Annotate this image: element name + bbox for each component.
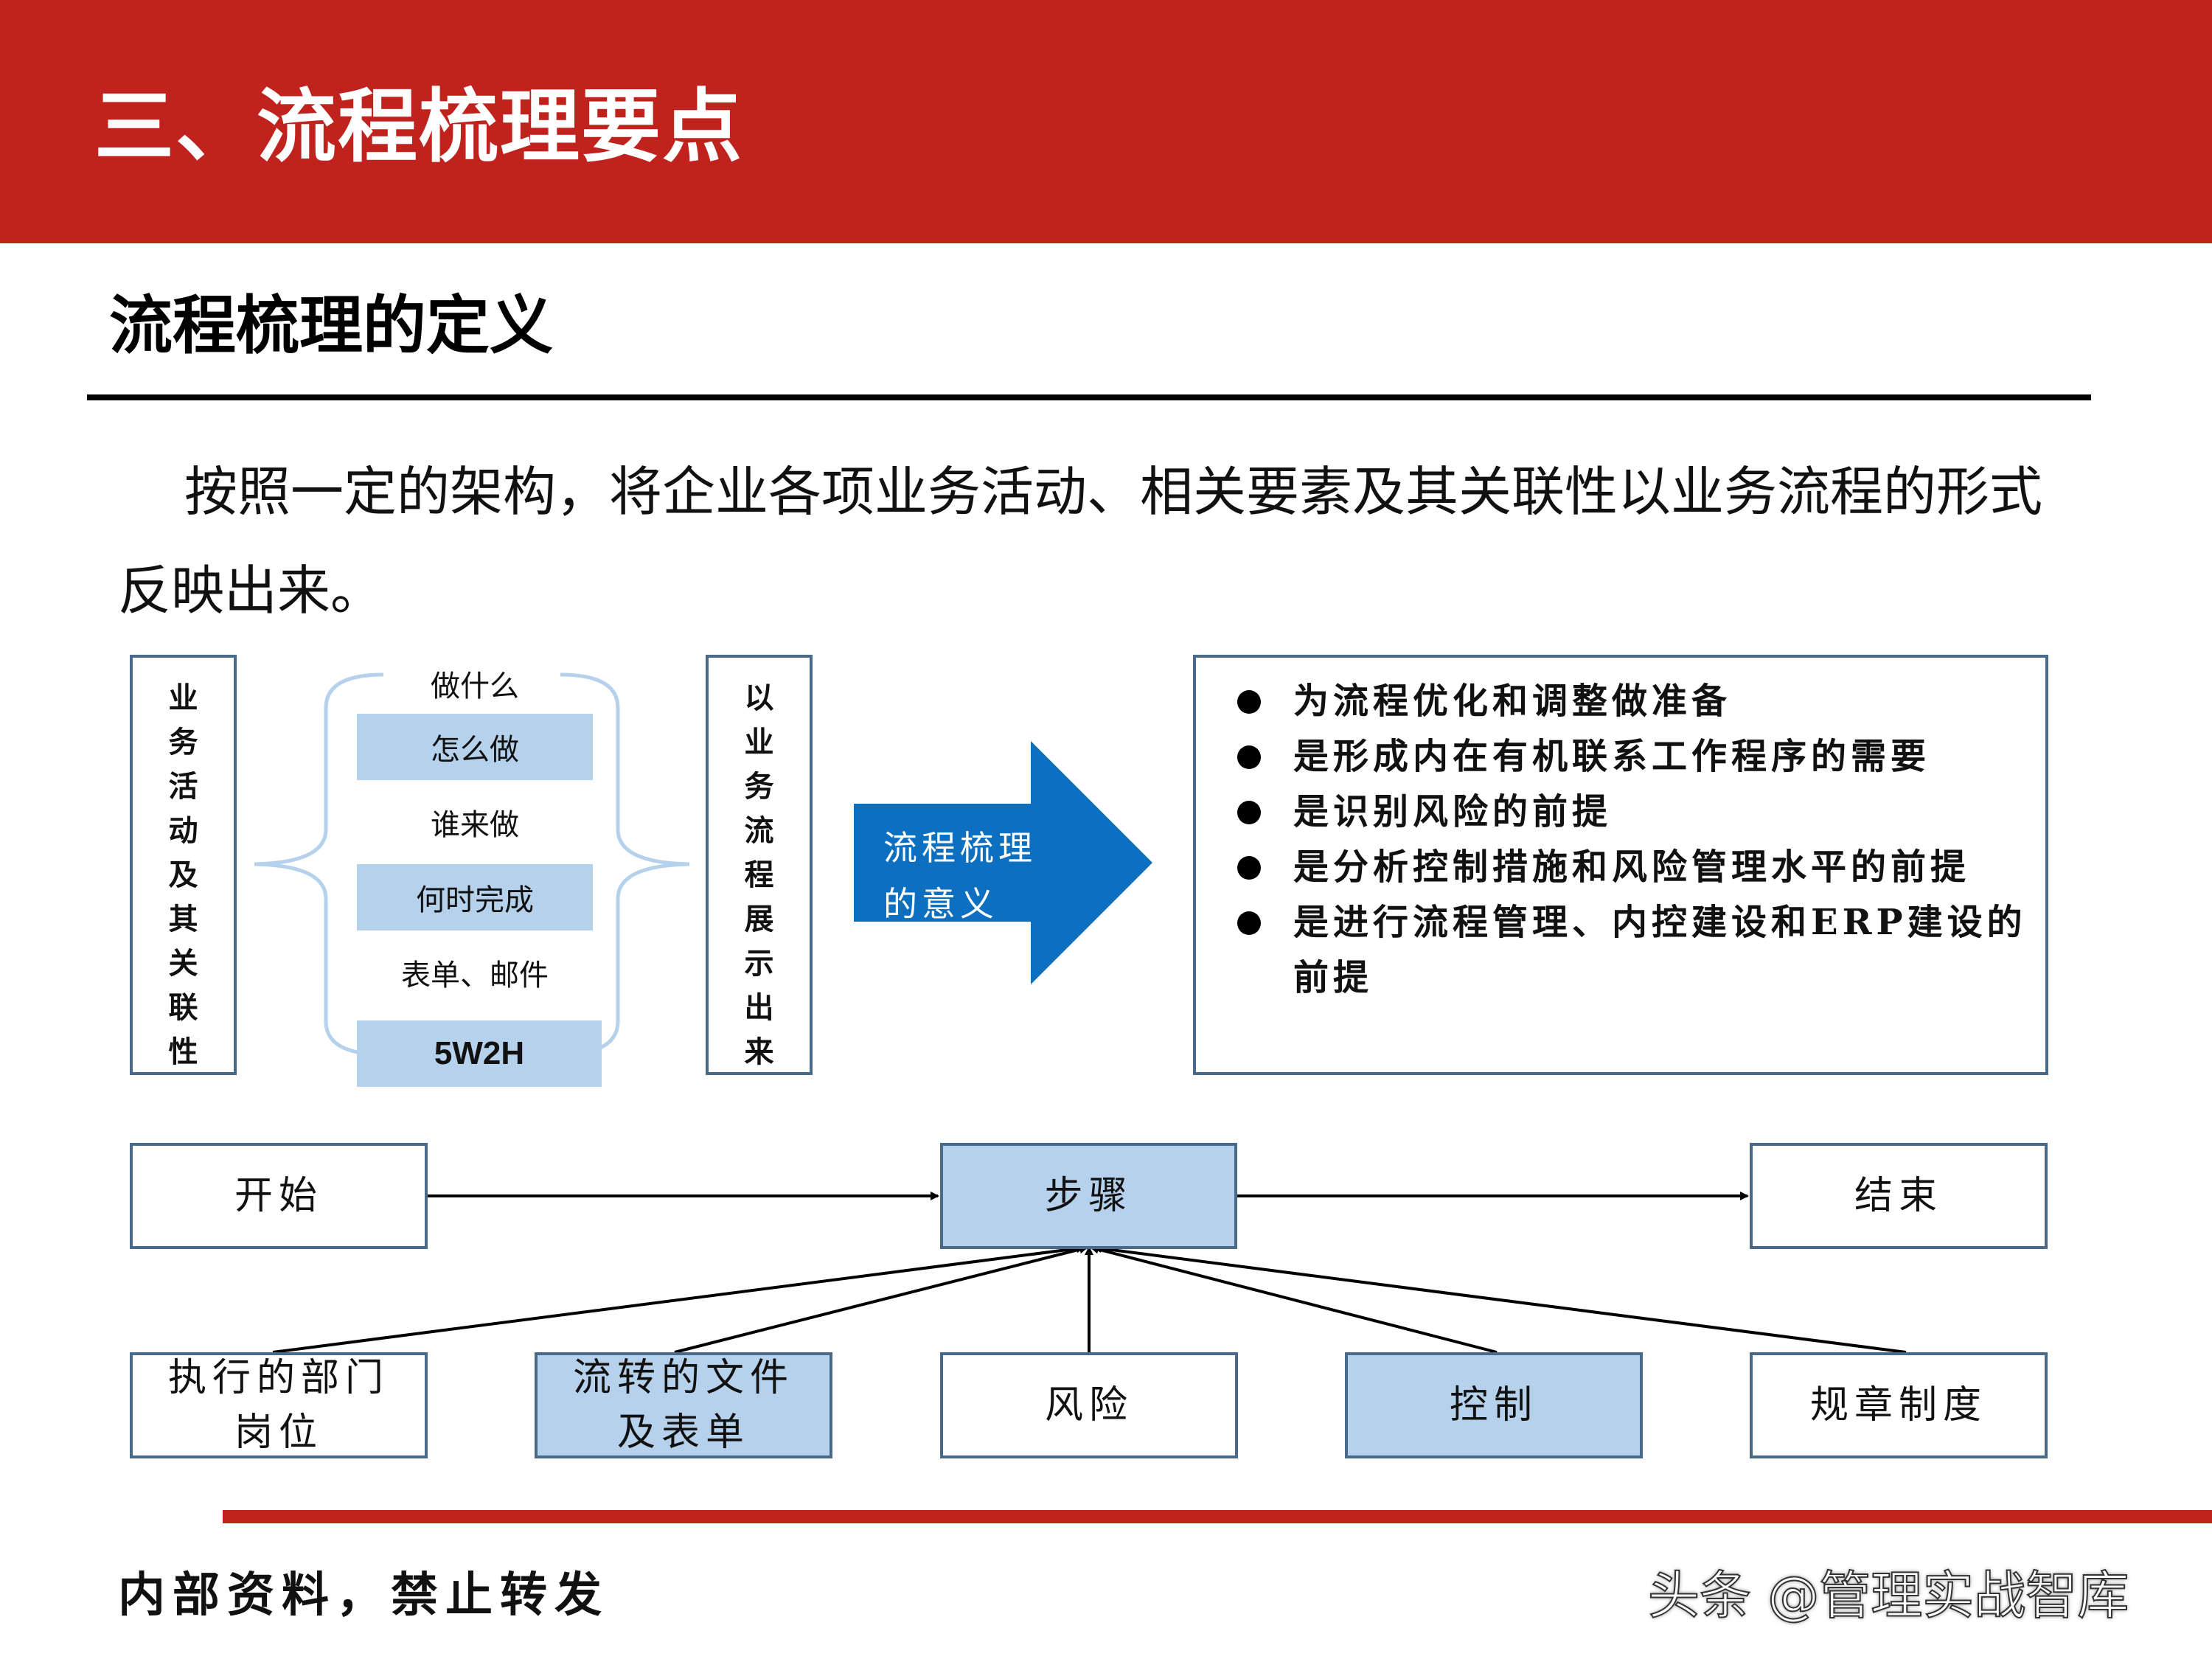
meaning-item-text: 是形成内在有机联系工作程序的需要: [1293, 736, 1931, 777]
display-result-text: 以业务流程展示出来: [709, 676, 810, 1074]
brace-item: 怎么做: [357, 714, 593, 780]
business-activities-char: 业: [168, 681, 198, 715]
bullet-icon: [1237, 801, 1261, 824]
flow-input-label: 风险: [1044, 1383, 1133, 1427]
business-activities-char: 活: [168, 769, 198, 804]
definition-text: 按照一定的架构，将企业各项业务活动、相关要素及其关联性以业务流程的形式反映出来。: [118, 461, 2043, 622]
flow-input-box: 控制: [1345, 1352, 1643, 1458]
flow-step-label: 步骤: [1044, 1174, 1133, 1218]
brace-item: 5W2H: [357, 1020, 602, 1087]
meaning-item-text: 为流程优化和调整做准备: [1293, 681, 1732, 722]
display-result-char: 业: [744, 725, 774, 759]
display-result-char: 出: [744, 990, 774, 1025]
header-banner: 三、流程梳理要点: [0, 0, 2212, 243]
business-activities-char: 动: [168, 813, 198, 848]
confidential-notice: 内部资料，禁止转发: [118, 1568, 609, 1623]
display-result-char: 流: [744, 813, 774, 848]
meaning-item-text: 是分析控制措施和风险管理水平的前提: [1293, 846, 1971, 888]
business-activities-char: 性: [168, 1034, 198, 1069]
flow-step-box: 步骤: [940, 1143, 1237, 1249]
display-result-char: 展: [744, 902, 774, 936]
meaning-item: 是分析控制措施和风险管理水平的前提: [1225, 840, 2031, 895]
meaning-item-text: 是进行流程管理、内控建设和ERP建设的前提: [1293, 902, 2027, 998]
meaning-arrow-label: 流程梳理 的意义: [883, 820, 1097, 932]
control-to-step-arrow: [1090, 1245, 1498, 1354]
business-activities-char: 其: [168, 902, 198, 936]
display-result-char: 示: [744, 946, 774, 981]
display-result-char: 以: [744, 681, 774, 715]
brace-item: 做什么: [431, 669, 519, 703]
meaning-item-text: 是识别风险的前提: [1293, 791, 1613, 832]
flow-input-box: 风险: [940, 1352, 1238, 1458]
business-activities-char: 联: [168, 990, 198, 1025]
brace-item: 何时完成: [357, 864, 593, 931]
section-title: 流程梳理的定义: [109, 289, 553, 363]
business-activities-box: 业务活动及其关联性: [130, 655, 237, 1075]
page-title: 三、流程梳理要点: [94, 81, 744, 173]
watermark: 头条 @管理实战智库: [1647, 1565, 2129, 1627]
display-result-char: 来: [744, 1034, 774, 1069]
flow-start-label: 开始: [234, 1174, 323, 1218]
bullet-icon: [1237, 690, 1261, 714]
meaning-arrow-line1: 流程梳理: [883, 828, 1037, 868]
flow-input-box: 规章制度: [1750, 1352, 2048, 1458]
business-activities-char: 务: [168, 725, 198, 759]
flow-input-label: 流转的文件: [572, 1356, 794, 1400]
display-result-char: 程: [744, 858, 774, 892]
section-divider: [87, 394, 2091, 400]
meaning-list: 为流程优化和调整做准备是形成内在有机联系工作程序的需要是识别风险的前提是分析控制…: [1193, 655, 2048, 1075]
bullet-icon: [1237, 745, 1261, 769]
meaning-arrow-line2: 的意义: [883, 884, 998, 924]
flow-end-label: 结束: [1854, 1174, 1943, 1218]
flow-input-label: 控制: [1449, 1383, 1538, 1427]
display-result-char: 务: [744, 769, 774, 804]
bullet-icon: [1237, 856, 1261, 880]
flow-input-label: 及表单: [616, 1411, 750, 1455]
business-activities-text: 业务活动及其关联性: [133, 676, 234, 1074]
business-activities-char: 关: [168, 946, 198, 981]
display-result-box: 以业务流程展示出来: [706, 655, 813, 1075]
meaning-item: 是形成内在有机联系工作程序的需要: [1225, 729, 2031, 785]
meaning-arrow-icon: [854, 741, 1152, 984]
business-activities-char: 及: [168, 858, 198, 892]
flow-input-label: 规章制度: [1809, 1383, 1987, 1427]
meaning-item: 是进行流程管理、内控建设和ERP建设的前提: [1225, 895, 2031, 1006]
footer-divider: [223, 1510, 2212, 1523]
flow-input-label: 岗位: [234, 1411, 323, 1455]
rules-to-step-arrow: [1093, 1244, 1907, 1354]
docs-to-step-arrow: [674, 1245, 1088, 1354]
brace-item: 表单、邮件: [401, 959, 549, 992]
flow-input-box: 流转的文件及表单: [535, 1352, 832, 1458]
flow-end-box: 结束: [1750, 1143, 2048, 1249]
flow-input-label: 执行的部门: [167, 1356, 389, 1400]
flow-start-box: 开始: [130, 1143, 428, 1249]
meaning-item: 是识别风险的前提: [1225, 785, 2031, 840]
brace-item: 谁来做: [431, 808, 519, 842]
flow-input-box: 执行的部门岗位: [130, 1352, 428, 1458]
bullet-icon: [1237, 911, 1261, 935]
meaning-item: 为流程优化和调整做准备: [1225, 674, 2031, 729]
dept-to-step-arrow: [272, 1244, 1085, 1354]
